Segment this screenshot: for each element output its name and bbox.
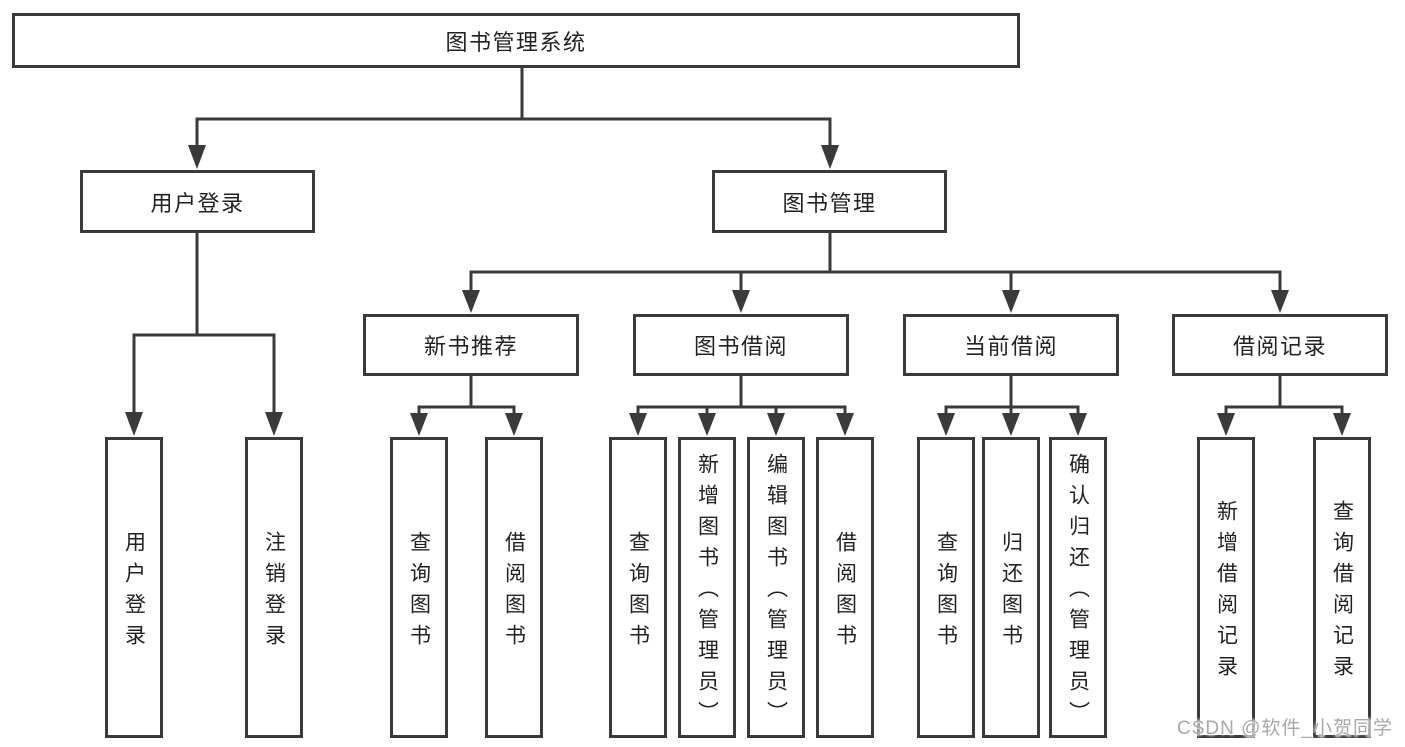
connector-new-books-to-children: [410, 376, 523, 436]
node-book-borrow-label: 图书借阅: [693, 334, 788, 359]
arrowhead-icon: [1002, 413, 1020, 436]
arrowhead-icon: [265, 412, 283, 436]
node-user-login: 用户登录: [80, 170, 315, 233]
node-bb-edit-books-admin-label: 编辑图书（管理员）: [764, 453, 788, 732]
node-book-borrow: 图书借阅: [633, 314, 849, 376]
node-nb-query-books: 查询图书: [390, 437, 448, 738]
node-cb-return-books: 归还图书: [982, 437, 1040, 738]
node-logout: 注销登录: [245, 437, 303, 738]
arrowhead-icon: [1217, 413, 1235, 436]
connector-book-mgmt-to-children: [462, 233, 1289, 313]
node-br-query-record: 查询借阅记录: [1313, 437, 1371, 738]
node-nb-borrow-books: 借阅图书: [485, 437, 543, 738]
connector-book-borrow-to-children: [629, 376, 854, 436]
node-current-borrow-label: 当前借阅: [963, 334, 1058, 359]
connector-current-borrow-to-children: [937, 376, 1087, 436]
node-br-add-record-label: 新增借阅记录: [1214, 499, 1238, 686]
node-cb-return-books-label: 归还图书: [999, 530, 1023, 655]
node-logout-label: 注销登录: [262, 530, 286, 655]
node-borrow-records-label: 借阅记录: [1232, 334, 1327, 359]
node-user-login-label: 用户登录: [150, 190, 245, 216]
node-book-mgmt: 图书管理: [712, 170, 947, 233]
node-root: 图书管理系统: [12, 13, 1020, 68]
node-bb-edit-books-admin: 编辑图书（管理员）: [747, 437, 805, 738]
node-nb-query-books-label: 查询图书: [407, 530, 431, 655]
connector-user-login-to-children: [125, 233, 283, 436]
node-borrow-records: 借阅记录: [1172, 314, 1388, 376]
node-cb-confirm-return-admin-label: 确认归还（管理员）: [1066, 453, 1090, 732]
arrowhead-icon: [698, 413, 716, 436]
node-bb-add-books-admin-label: 新增图书（管理员）: [695, 453, 719, 732]
arrowhead-icon: [410, 413, 428, 436]
arrowhead-icon: [732, 290, 750, 313]
node-bb-borrow-books-label: 借阅图书: [833, 530, 857, 655]
arrowhead-icon: [1333, 413, 1351, 436]
node-new-books-label: 新书推荐: [423, 334, 518, 359]
arrowhead-icon: [1271, 290, 1289, 313]
node-login-label: 用户登录: [122, 530, 146, 655]
arrowhead-icon: [505, 413, 523, 436]
connector-root-to-level2: [188, 68, 839, 169]
node-br-add-record: 新增借阅记录: [1197, 437, 1255, 738]
node-br-query-record-label: 查询借阅记录: [1330, 499, 1354, 686]
node-bb-add-books-admin: 新增图书（管理员）: [678, 437, 736, 738]
node-bb-borrow-books: 借阅图书: [816, 437, 874, 738]
node-nb-borrow-books-label: 借阅图书: [502, 530, 526, 655]
arrowhead-icon: [1069, 413, 1087, 436]
node-bb-query-books-label: 查询图书: [626, 530, 650, 655]
watermark: CSDN @软件_小贺同学: [1177, 718, 1393, 739]
node-current-borrow: 当前借阅: [903, 314, 1119, 376]
arrowhead-icon: [125, 412, 143, 436]
node-new-books: 新书推荐: [363, 314, 579, 376]
node-book-mgmt-label: 图书管理: [782, 190, 877, 216]
node-cb-confirm-return-admin: 确认归还（管理员）: [1049, 437, 1107, 738]
node-root-label: 图书管理系统: [445, 29, 587, 55]
arrowhead-icon: [821, 145, 839, 169]
node-cb-query-books: 查询图书: [917, 437, 975, 738]
node-cb-query-books-label: 查询图书: [934, 530, 958, 655]
node-login: 用户登录: [105, 437, 163, 738]
arrowhead-icon: [188, 145, 206, 169]
arrowhead-icon: [937, 413, 955, 436]
arrowhead-icon: [836, 413, 854, 436]
arrowhead-icon: [1002, 290, 1020, 313]
arrowhead-icon: [462, 290, 480, 313]
connector-borrow-records-to-children: [1217, 376, 1351, 436]
node-bb-query-books: 查询图书: [609, 437, 667, 738]
arrowhead-icon: [767, 413, 785, 436]
arrowhead-icon: [629, 413, 647, 436]
